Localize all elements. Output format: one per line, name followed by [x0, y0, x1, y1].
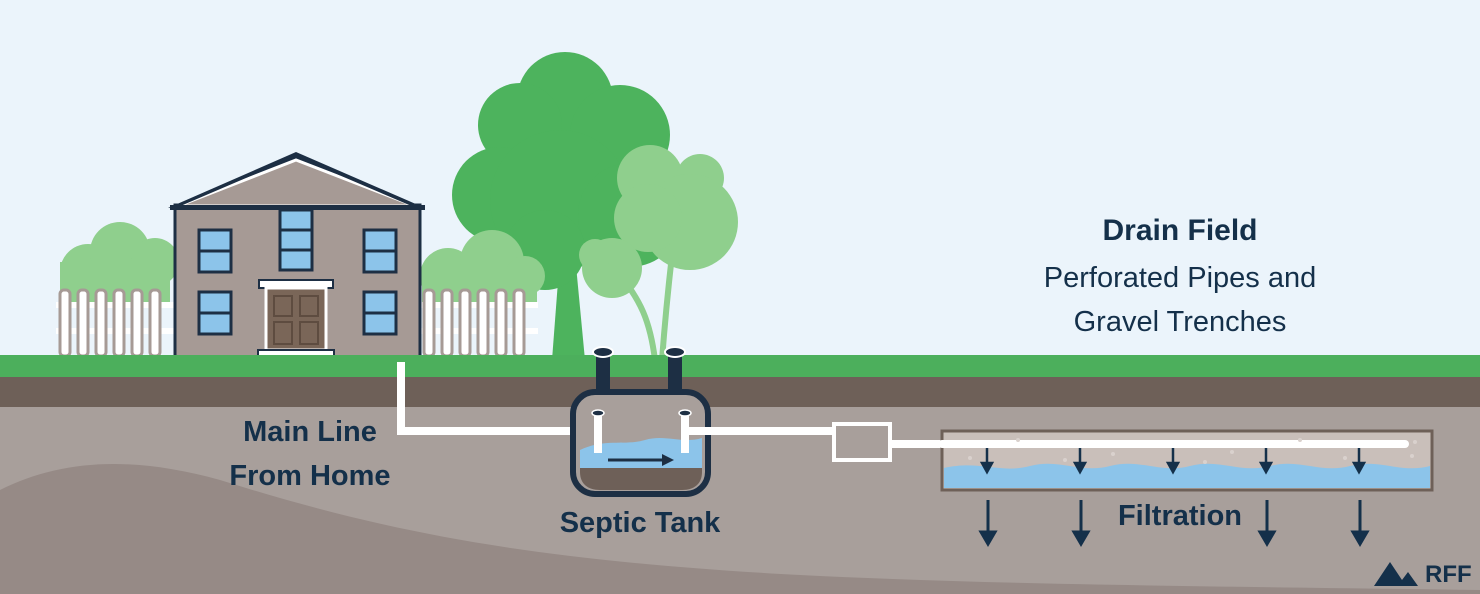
filtration-label: Filtration [1117, 500, 1243, 532]
drain-field-subtitle-line1: Perforated Pipes and [1043, 262, 1317, 294]
house [168, 152, 425, 362]
septic-tank [570, 346, 711, 497]
main-line-label-line1: Main Line [243, 416, 377, 448]
drain-field-title: Drain Field [1102, 214, 1258, 247]
house-windows [197, 208, 398, 336]
topsoil-layer [0, 377, 1480, 407]
drain-field-subtitle-line2: Gravel Trenches [1073, 306, 1287, 338]
drain-field-water [944, 463, 1430, 488]
rff-logo-text: RFF [1425, 561, 1472, 588]
fence-right [420, 288, 538, 358]
grass-layer [0, 355, 1480, 377]
rff-logo-icon [1374, 562, 1418, 586]
tank-sludge [580, 468, 702, 490]
drain-field-trench [938, 429, 1434, 492]
deep-soil-layer [0, 463, 1480, 594]
main-line-label-line2: From Home [229, 460, 391, 492]
perforation-arrows [979, 448, 1367, 475]
fence-left [56, 288, 174, 358]
filtration-arrows [978, 500, 1370, 547]
front-door [257, 279, 335, 361]
septic-tank-label: Septic Tank [559, 507, 721, 539]
small-tree [579, 145, 738, 361]
main-line-pipe [397, 362, 598, 435]
distribution-box [832, 422, 892, 462]
